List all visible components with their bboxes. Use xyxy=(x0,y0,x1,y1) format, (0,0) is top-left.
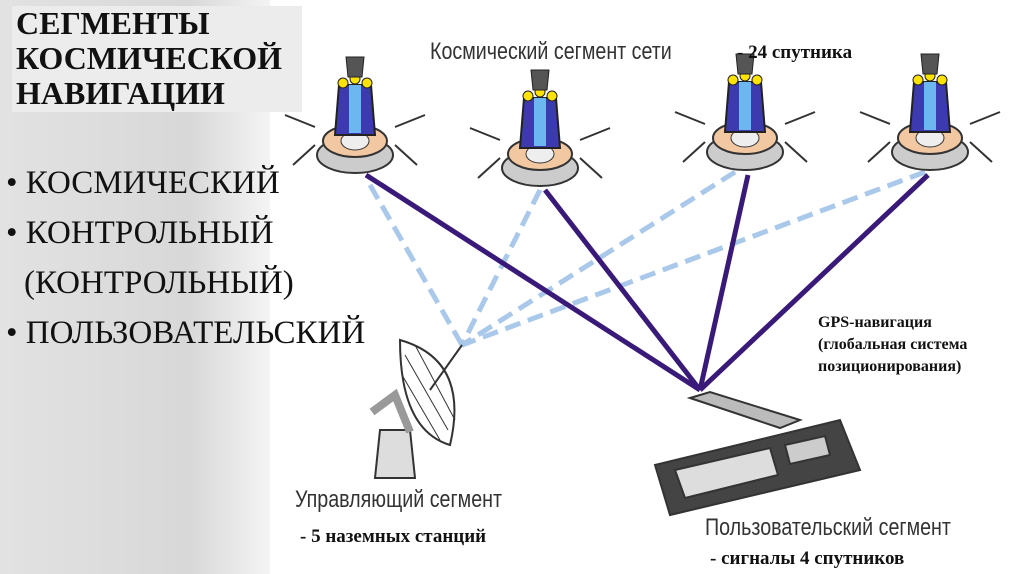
title-line: СЕГМЕНТЫ xyxy=(16,5,210,41)
bullet-user: • ПОЛЬЗОВАТЕЛЬСКИЙ xyxy=(6,315,366,351)
gps-line: позиционирования) xyxy=(818,358,962,375)
gps-line: (глобальная система xyxy=(818,336,968,353)
title-box xyxy=(12,6,302,112)
title-line: НАВИГАЦИИ xyxy=(16,75,225,111)
dashed-links xyxy=(367,169,926,348)
solid-links xyxy=(364,172,930,393)
control-segment-label: Управляющий сегмент xyxy=(295,486,503,513)
bullet-list: • КОСМИЧЕСКИЙ • КОНТРОЛЬНЫЙ (КОНТРОЛЬНЫЙ… xyxy=(6,158,365,358)
space-segment-label: Космический сегмент сети xyxy=(430,38,672,65)
space-segment-note: - 24 спутника xyxy=(737,42,853,63)
ground-antenna-icon xyxy=(369,338,463,479)
bullet-control: • КОНТРОЛЬНЫЙ xyxy=(6,215,274,251)
satellite-icon xyxy=(469,69,611,187)
title-line: КОСМИЧЕСКОЙ xyxy=(16,40,283,76)
satellite-icon xyxy=(674,53,816,171)
control-segment-note: - 5 наземных станций xyxy=(300,526,487,547)
bullet-control-alt: (КОНТРОЛЬНЫЙ) xyxy=(24,265,294,301)
user-segment-label: Пользовательский сегмент xyxy=(705,514,951,541)
satellite-icon xyxy=(859,53,1001,171)
gps-line: GPS-навигация xyxy=(818,314,932,331)
gps-description: GPS-навигация (глобальная система позици… xyxy=(818,312,967,378)
user-segment-note: - сигналы 4 спутников xyxy=(710,548,905,569)
bullet-space: • КОСМИЧЕСКИЙ xyxy=(6,165,280,201)
satellite-icon xyxy=(284,56,426,174)
gps-receiver-icon xyxy=(653,390,862,517)
slide-title: СЕГМЕНТЫ КОСМИЧЕСКОЙ НАВИГАЦИИ xyxy=(16,6,282,111)
